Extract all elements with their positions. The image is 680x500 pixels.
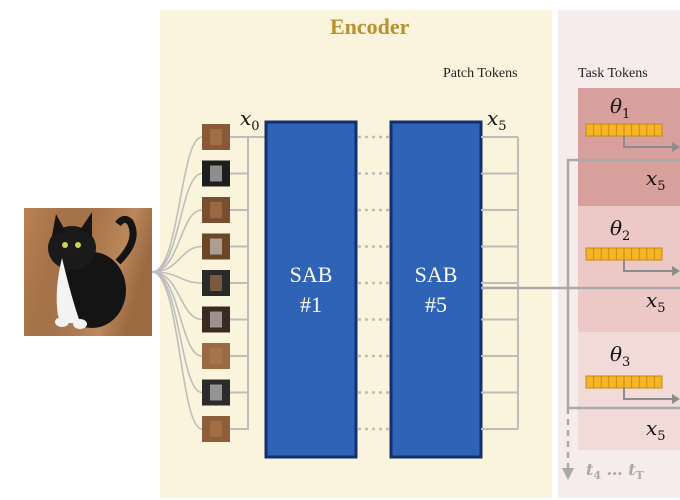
patch-split-lines xyxy=(151,136,203,430)
task-param-label-1: θ1 xyxy=(610,94,631,122)
patch-detail xyxy=(210,421,222,437)
task-param-label-3: θ3 xyxy=(610,342,631,370)
input-token-label: x0 xyxy=(240,106,260,134)
arrow-right-icon xyxy=(672,142,680,152)
fan-line xyxy=(151,245,203,273)
patch-detail xyxy=(210,129,222,145)
task-arrow-line xyxy=(623,388,672,400)
sab-block-5-label: SAB#5 xyxy=(414,262,458,317)
task-output-label-3: x5 xyxy=(646,416,666,444)
sab-block-1 xyxy=(264,120,358,459)
output-token-connections xyxy=(481,136,519,430)
sab-block-1-label: SAB#1 xyxy=(289,262,333,317)
task-block-2 xyxy=(578,206,680,332)
sab-block-5 xyxy=(389,120,483,459)
down-arrow-icon xyxy=(562,468,574,480)
fan-line xyxy=(151,172,203,273)
arrow-right-icon xyxy=(672,394,680,404)
output-token-label: x5 xyxy=(487,106,507,134)
fan-line xyxy=(151,136,203,273)
patch-detail xyxy=(210,348,222,364)
patch-detail xyxy=(210,311,222,328)
task-arrow-line xyxy=(623,260,672,272)
task-param-label-2: θ2 xyxy=(610,216,631,244)
image-patches xyxy=(202,124,230,442)
fan-line xyxy=(151,209,203,273)
task-tokens-title: Task Tokens xyxy=(578,66,648,81)
task-block-3 xyxy=(578,332,680,450)
patch-detail xyxy=(210,384,222,401)
patch-tokens-title: Patch Tokens xyxy=(443,66,518,81)
task-routing-lines xyxy=(481,158,680,468)
patch-detail xyxy=(210,275,222,291)
input-token-connections xyxy=(230,136,266,430)
remaining-tasks-label: t4 … tT xyxy=(586,460,644,483)
task-arrow-line xyxy=(623,136,672,148)
patch-detail xyxy=(210,165,222,182)
encoder-title: Encoder xyxy=(330,14,410,39)
task-output-label-1: x5 xyxy=(646,166,666,194)
patch-detail xyxy=(210,202,222,218)
arrow-right-icon xyxy=(672,266,680,276)
task-output-label-2: x5 xyxy=(646,288,666,316)
task-token-bars xyxy=(585,123,680,404)
fan-line xyxy=(151,271,203,321)
fan-line xyxy=(151,271,203,430)
input-connection xyxy=(230,136,266,430)
elided-layers-connectors xyxy=(358,135,390,431)
input-cat-image xyxy=(24,208,152,336)
patch-detail xyxy=(210,238,222,255)
